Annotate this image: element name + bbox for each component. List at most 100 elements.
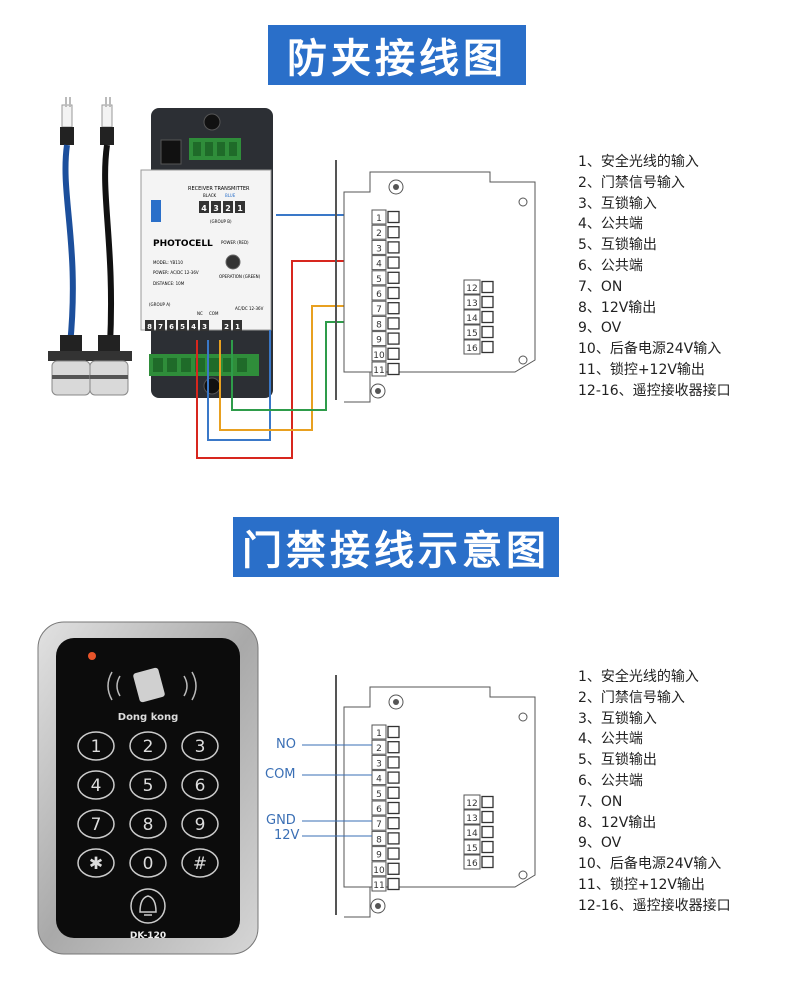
top-terminal-2: 2 bbox=[225, 204, 231, 213]
board-terminal-5: 5 bbox=[376, 790, 382, 800]
board-terminal-screw bbox=[387, 741, 400, 754]
board-terminal-screw bbox=[387, 756, 400, 769]
photocell-sensors-image bbox=[48, 97, 132, 396]
board-terminal-1: 1 bbox=[376, 214, 382, 224]
desc-item: 11、锁控+12V输出 bbox=[578, 361, 705, 378]
keypad-key-✱[interactable] bbox=[77, 848, 115, 878]
keypad-key-label: 5 bbox=[143, 776, 154, 796]
black-label: BLACK bbox=[203, 193, 217, 198]
keypad-key-9[interactable] bbox=[181, 809, 219, 839]
desc-item: 2、门禁信号输入 bbox=[578, 174, 685, 191]
bottom-terminal-4: 4 bbox=[191, 323, 196, 331]
desc-item: 7、ON bbox=[578, 278, 623, 295]
board-terminal-15: 15 bbox=[466, 329, 477, 339]
board-terminal-2: 2 bbox=[376, 229, 382, 239]
keypad-key-label: 9 bbox=[195, 815, 206, 835]
board-terminal-7: 7 bbox=[376, 305, 382, 315]
board-terminal-screw bbox=[481, 310, 494, 324]
board-terminal-label-box bbox=[463, 854, 481, 870]
desc-item: 12-16、遥控接收器接口 bbox=[578, 897, 731, 914]
desc-item: 10、后备电源24V输入 bbox=[578, 341, 722, 358]
bottom-terminal-2: 2 bbox=[224, 323, 229, 331]
keypad-key-label: 1 bbox=[91, 737, 102, 757]
keypad-key-1[interactable] bbox=[77, 731, 115, 761]
board-terminal-10: 10 bbox=[373, 351, 385, 361]
receiver-transmitter-label: RECEIVER TRANSMITTER bbox=[188, 186, 250, 192]
board-terminal-screw bbox=[387, 226, 400, 239]
terminal-description-list-1: 1、安全光线的输入 2、门禁信号输入 3、互锁输入 4、公共端 5、互锁输出 6… bbox=[578, 152, 731, 402]
board-terminal-screw bbox=[387, 286, 400, 300]
desc-item: 3、互锁输入 bbox=[578, 195, 657, 212]
board-terminal-screw bbox=[481, 855, 494, 869]
board-terminal-label-box bbox=[371, 239, 387, 255]
keypad-key-#[interactable] bbox=[181, 848, 219, 878]
keypad-key-4[interactable] bbox=[77, 770, 115, 800]
board-terminal-9: 9 bbox=[376, 851, 382, 861]
board-terminal-screw bbox=[481, 795, 494, 809]
keypad-key-5[interactable] bbox=[129, 770, 167, 800]
keypad-key-0[interactable] bbox=[129, 848, 167, 878]
board-terminal-label-box bbox=[463, 309, 481, 325]
bottom-terminal-6: 6 bbox=[169, 323, 174, 331]
board-terminal-8: 8 bbox=[376, 320, 382, 330]
terminal-description-list-2: 1、安全光线的输入 2、门禁信号输入 3、互锁输入 4、公共端 5、互锁输出 6… bbox=[578, 667, 731, 917]
bottom-terminal-1: 1 bbox=[235, 323, 240, 331]
board-terminal-screw bbox=[481, 840, 494, 854]
keypad-key-7[interactable] bbox=[77, 809, 115, 839]
desc-item: 11、锁控+12V输出 bbox=[578, 876, 705, 893]
desc-item: 3、互锁输入 bbox=[578, 710, 657, 727]
status-led bbox=[88, 652, 96, 660]
board-terminal-screw bbox=[481, 825, 494, 839]
board-terminal-label-box bbox=[371, 739, 387, 755]
board-terminal-6: 6 bbox=[376, 290, 382, 300]
board-terminal-label-box bbox=[463, 809, 481, 825]
photocell-name: PHOTOCELL bbox=[153, 239, 213, 249]
rfid-wave-icon bbox=[107, 671, 197, 701]
board-terminal-label-box bbox=[371, 815, 387, 831]
group-a-label: (GROUP A) bbox=[149, 302, 171, 307]
board-terminal-4: 4 bbox=[376, 775, 382, 785]
keypad-key-label: 0 bbox=[143, 854, 154, 874]
keypad-key-8[interactable] bbox=[129, 809, 167, 839]
board-terminal-screw bbox=[481, 810, 494, 824]
desc-item: 6、公共端 bbox=[578, 257, 643, 274]
board-terminal-screw bbox=[481, 325, 494, 339]
board-terminal-9: 9 bbox=[376, 336, 382, 346]
keypad-key-6[interactable] bbox=[181, 770, 219, 800]
board-terminal-5: 5 bbox=[376, 275, 382, 285]
board-terminal-13: 13 bbox=[466, 814, 477, 824]
bottom-terminal-3: 3 bbox=[202, 323, 207, 331]
keypad-key-label: # bbox=[193, 854, 207, 874]
board-terminal-label-box bbox=[463, 294, 481, 310]
desc-item: 1、安全光线的输入 bbox=[578, 154, 699, 170]
board-terminal-1: 1 bbox=[376, 729, 382, 739]
board-terminal-label-box bbox=[371, 785, 387, 801]
desc-item: 4、公共端 bbox=[578, 216, 643, 233]
board-terminal-label-box bbox=[463, 794, 481, 810]
keypad-key-label: ✱ bbox=[89, 854, 103, 874]
board-terminal-label-box bbox=[371, 255, 387, 271]
keypad-key-2[interactable] bbox=[129, 731, 167, 761]
board-terminal-label-box bbox=[371, 270, 387, 286]
top-terminal-1: 1 bbox=[237, 204, 243, 213]
board-terminal-13: 13 bbox=[466, 299, 477, 309]
board-terminal-label-box bbox=[371, 830, 387, 846]
model-label-keypad: DK-120 bbox=[130, 931, 166, 941]
board-terminal-screw bbox=[387, 210, 400, 224]
board-terminal-label-box bbox=[371, 754, 387, 770]
card-icon bbox=[133, 667, 165, 703]
board-terminal-label-box bbox=[371, 876, 387, 892]
doorbell-button[interactable] bbox=[130, 888, 166, 924]
keypad-key-3[interactable] bbox=[181, 731, 219, 761]
board-terminal-label-box bbox=[371, 224, 387, 240]
board-terminal-screw bbox=[387, 347, 400, 360]
keypad-key-label: 6 bbox=[195, 776, 206, 796]
board-terminal-label-box bbox=[463, 839, 481, 855]
board-terminal-14: 14 bbox=[466, 829, 478, 839]
board-terminal-screw bbox=[387, 817, 400, 830]
